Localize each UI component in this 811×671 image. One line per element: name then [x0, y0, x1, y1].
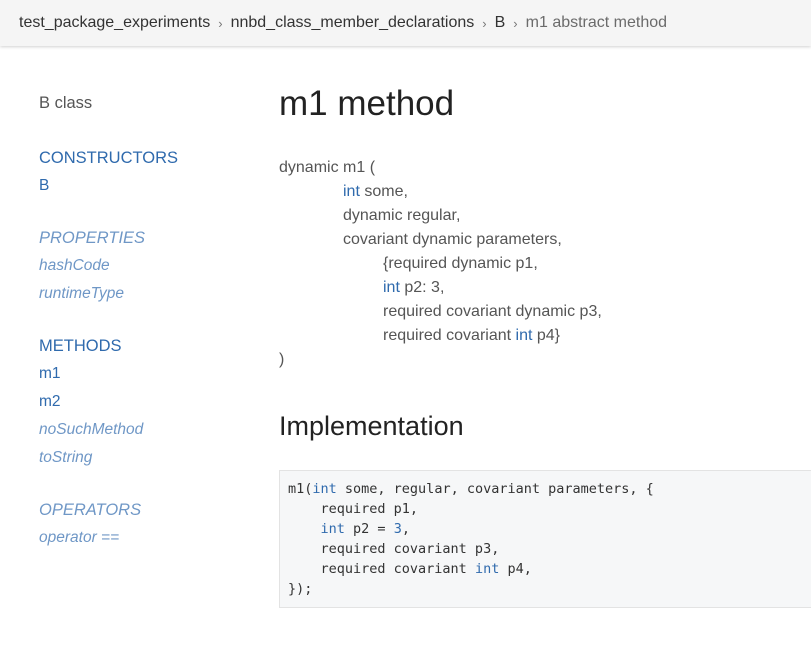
breadcrumb-item-package[interactable]: test_package_experiments [19, 14, 211, 31]
type-link-int[interactable]: int [343, 183, 360, 200]
code-text: , [401, 521, 410, 537]
signature-param-regular: dynamic regular, [343, 207, 461, 224]
breadcrumb-item-library[interactable]: nnbd_class_member_declarations [230, 14, 475, 31]
signature-open: dynamic m1 ( [279, 159, 376, 176]
breadcrumb-current: m1 abstract method [525, 14, 668, 31]
sidebar-item-m2[interactable]: m2 [39, 393, 61, 410]
code-text: }); [288, 581, 313, 597]
sidebar-item-nosuchmethod[interactable]: noSuchMethod [39, 421, 144, 438]
main-content: m1 method dynamic m1 ( int some, dynamic… [279, 82, 811, 608]
signature-param-some: int some, [279, 180, 811, 204]
sidebar: B class CONSTRUCTORS B PROPERTIES hashCo… [39, 94, 239, 576]
code-keyword: int [312, 481, 337, 497]
method-signature: dynamic m1 ( int some, dynamic regular, … [279, 156, 811, 372]
param-text: p4} [532, 327, 561, 344]
type-link-int[interactable]: int [383, 279, 400, 296]
sidebar-item-operator-equals[interactable]: operator == [39, 529, 120, 546]
code-block[interactable]: m1(int some, regular, covariant paramete… [279, 470, 811, 608]
sidebar-item-hashcode[interactable]: hashCode [39, 257, 110, 274]
page-title: m1 method [279, 84, 455, 123]
sidebar-title: B class [39, 94, 93, 112]
param-text: p2: 3, [399, 279, 445, 296]
code-number: 3 [393, 521, 402, 537]
sidebar-heading-operators[interactable]: OPERATORS [39, 501, 142, 519]
sidebar-item-runtimetype[interactable]: runtimeType [39, 285, 124, 302]
sidebar-heading-methods[interactable]: METHODS [39, 337, 122, 355]
signature-param-p4: required covariant int p4} [279, 324, 811, 348]
signature-param-parameters: covariant dynamic parameters, [343, 231, 562, 248]
sidebar-constructors: CONSTRUCTORS B [39, 144, 239, 200]
code-text: m1( [288, 481, 313, 497]
code-text: p4, [499, 561, 532, 577]
code-keyword: int [320, 521, 345, 537]
sidebar-properties: PROPERTIES hashCode runtimeType [39, 224, 239, 308]
chevron-right-icon: › [218, 15, 223, 31]
sidebar-heading-constructors[interactable]: CONSTRUCTORS [39, 149, 179, 167]
param-text: some, [359, 183, 408, 200]
signature-param-p3: required covariant dynamic p3, [383, 303, 602, 320]
type-link-int[interactable]: int [515, 327, 533, 344]
signature-param-p2: int p2: 3, [279, 276, 811, 300]
signature-close: ) [279, 351, 285, 368]
param-text: required covariant [383, 327, 516, 344]
chevron-right-icon: › [513, 15, 518, 31]
code-keyword: int [474, 561, 500, 577]
code-text: required covariant p3, [288, 541, 500, 557]
breadcrumb-item-class[interactable]: B [494, 14, 506, 31]
sidebar-methods: METHODS m1 m2 noSuchMethod toString [39, 332, 239, 472]
code-text: required covariant [288, 561, 475, 577]
code-text: required p1, [288, 501, 419, 517]
breadcrumb: test_package_experiments › nnbd_class_me… [0, 0, 811, 46]
implementation-heading: Implementation [279, 411, 464, 441]
code-text [288, 521, 321, 537]
code-text: p2 = [344, 521, 394, 537]
sidebar-operators: OPERATORS operator == [39, 496, 239, 552]
sidebar-item-constructor-b[interactable]: B [39, 177, 50, 194]
sidebar-heading-properties[interactable]: PROPERTIES [39, 229, 146, 247]
signature-param-p1: {required dynamic p1, [383, 255, 538, 272]
chevron-right-icon: › [482, 15, 487, 31]
code-text: some, regular, covariant parameters, { [336, 481, 654, 497]
sidebar-item-m1[interactable]: m1 [39, 365, 61, 382]
sidebar-item-tostring[interactable]: toString [39, 449, 93, 466]
